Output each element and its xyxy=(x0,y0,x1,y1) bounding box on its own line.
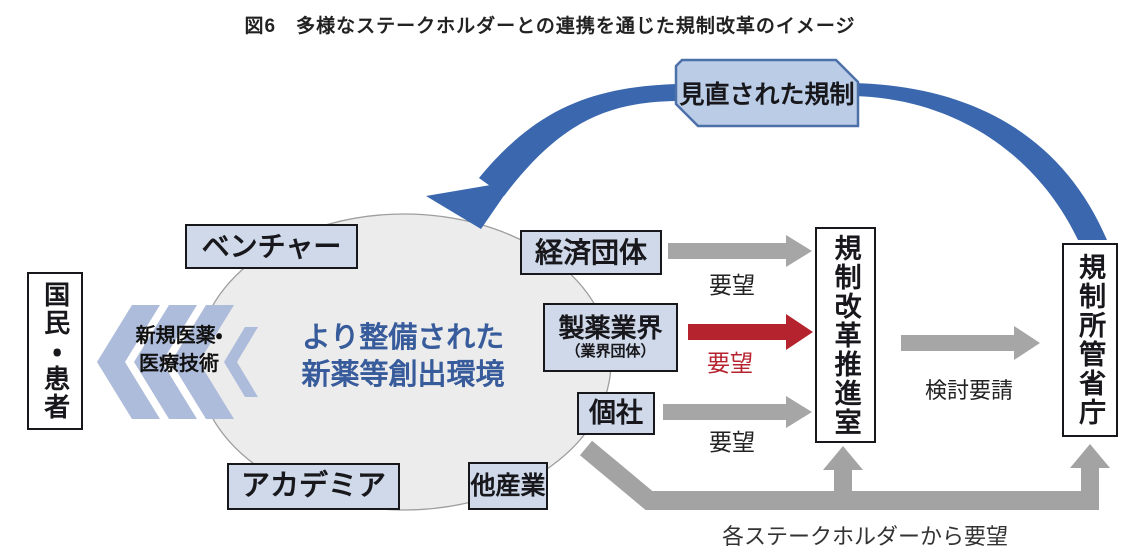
ecosystem-line2: 新薬等創出環境 xyxy=(301,359,505,392)
econ-request-arrow xyxy=(668,235,812,267)
review-request-label: 検討要請 xyxy=(924,378,1013,403)
ecosystem-label: より整備された 新薬等創出環境 xyxy=(248,320,558,394)
chevron-label-line2: 医療技術 xyxy=(139,353,219,375)
review-request-arrow xyxy=(901,326,1040,360)
chevron-label-line1: 新規医薬・ xyxy=(135,325,223,347)
big-blue-arrow-tail xyxy=(479,84,676,196)
chevron-2 xyxy=(134,305,197,419)
blue-curve-from-ministry xyxy=(853,83,1107,240)
venture-box: ベンチャー xyxy=(185,224,358,269)
stakeholder-request-label: 各ステークホルダーから要望 xyxy=(721,524,1008,549)
individual-request-label: 要望 xyxy=(709,429,755,455)
up-arrow-to-reform-office xyxy=(823,446,863,506)
ministry-box: 規制所管省庁 xyxy=(1062,243,1118,437)
reviewed-regulation-box xyxy=(674,58,860,128)
pharma-industry-label: 製薬業界 xyxy=(558,313,663,344)
chevron-4 xyxy=(224,327,258,397)
econ-request-label: 要望 xyxy=(709,272,755,298)
pharma-industry-sublabel: （業界団体） xyxy=(565,342,656,360)
big-blue-arrow-head xyxy=(426,181,514,229)
chevron-output-arrow xyxy=(97,305,258,419)
pharma-request-label: 要望 xyxy=(707,350,753,376)
citizens-patients-box: 国民・患者 xyxy=(27,272,83,430)
economic-org-box: 経済団体 xyxy=(520,230,662,275)
individual-request-arrow xyxy=(663,396,812,428)
pharma-industry-box: 製薬業界 （業界団体） xyxy=(543,303,678,372)
other-industry-box: 他産業 xyxy=(468,462,548,510)
chevron-arrow-label: 新規医薬・ 医療技術 xyxy=(95,322,263,378)
big-blue-arrow xyxy=(426,83,1107,240)
reform-office-box: 規制改革推進室 xyxy=(815,227,876,443)
reviewed-regulation-label: 見直された規制 xyxy=(679,81,855,109)
individual-company-box: 個社 xyxy=(577,392,655,435)
chevron-1 xyxy=(97,305,160,419)
figure-title: 図6 多様なステークホルダーとの連携を通じた規制改革のイメージ xyxy=(244,16,856,37)
academia-box: アカデミア xyxy=(227,463,400,510)
ecosystem-line1: より整備された xyxy=(301,322,505,354)
pharma-request-arrow xyxy=(688,314,813,350)
chevron-3 xyxy=(171,305,234,419)
up-arrow-to-ministry xyxy=(1070,444,1110,510)
bottom-request-path xyxy=(579,440,1110,510)
bottom-path-line xyxy=(579,440,1099,510)
